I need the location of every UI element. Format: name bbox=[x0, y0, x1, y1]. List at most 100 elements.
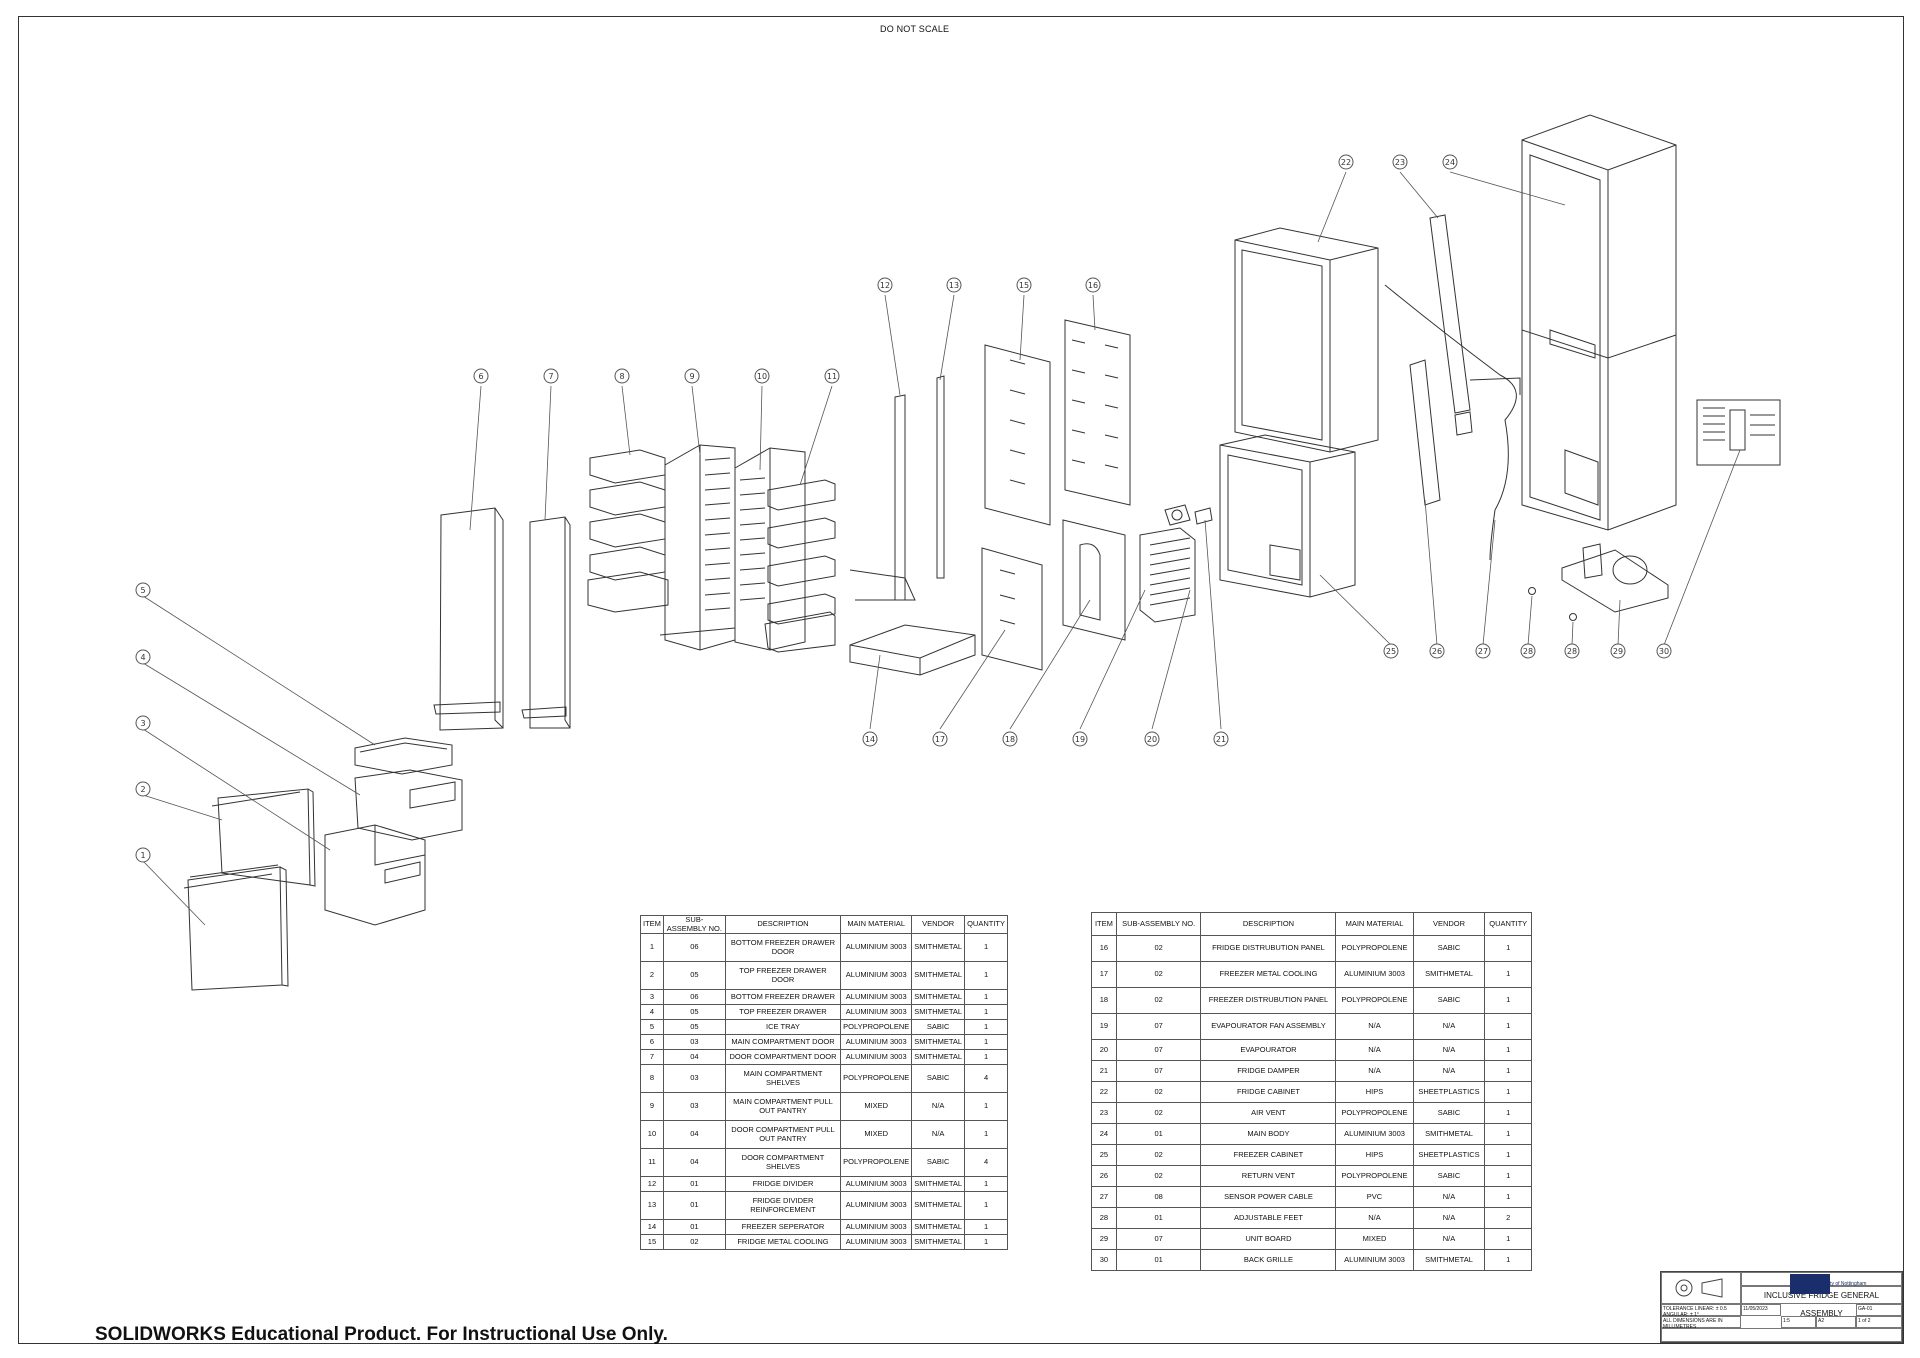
bom-cell-description: FRIDGE DIVIDER bbox=[724, 1176, 842, 1192]
svg-text:1: 1 bbox=[140, 851, 145, 860]
svg-text:26: 26 bbox=[1432, 647, 1442, 656]
bom-cell-quantity: 1 bbox=[1484, 1144, 1532, 1166]
bom-cell-item: 4 bbox=[640, 1004, 664, 1020]
bom-header-quantity: QUANTITY bbox=[964, 915, 1008, 934]
bom-cell-sub-assembly: 06 bbox=[662, 933, 726, 962]
bom-cell-item: 24 bbox=[1091, 1123, 1117, 1145]
bom-cell-sub-assembly: 08 bbox=[1115, 1186, 1202, 1208]
part-fridge-divider bbox=[849, 394, 916, 601]
bom-cell-material: N/A bbox=[1335, 1013, 1414, 1040]
bom-cell-material: POLYPROPOLENE bbox=[840, 1019, 913, 1035]
part-evapourator bbox=[1139, 527, 1196, 623]
balloon-10: 10 bbox=[754, 368, 770, 384]
bom-cell-quantity: 1 bbox=[1484, 1060, 1532, 1082]
balloon-24: 24 bbox=[1442, 154, 1458, 170]
bom-cell-quantity: 1 bbox=[964, 1049, 1008, 1065]
balloon-6: 6 bbox=[473, 368, 489, 384]
bom-cell-quantity: 1 bbox=[964, 989, 1008, 1005]
part-fridge-cabinet bbox=[1234, 227, 1379, 453]
svg-text:4: 4 bbox=[140, 653, 145, 662]
bom-cell-material: ALUMINIUM 3003 bbox=[840, 1219, 913, 1235]
bom-cell-material: HIPS bbox=[1335, 1081, 1414, 1103]
part-main-compartment-pull-out-pantry bbox=[659, 444, 736, 651]
balloon-9: 9 bbox=[684, 368, 700, 384]
bom-cell-vendor: SABIC bbox=[911, 1019, 966, 1035]
bom-header-vendor: VENDOR bbox=[911, 915, 966, 934]
date-field: 11/05/2023 bbox=[1741, 1304, 1781, 1316]
bom-cell-material: ALUMINIUM 3003 bbox=[840, 1034, 913, 1050]
bom-cell-vendor: SMITHMETAL bbox=[1412, 1249, 1486, 1271]
part-main-compartment-door bbox=[433, 507, 504, 731]
bom-header-material: MAIN MATERIAL bbox=[1335, 912, 1414, 936]
bom-header-row: ITEM SUB-ASSEMBLY NO. DESCRIPTION MAIN M… bbox=[640, 915, 1008, 934]
bom-cell-item: 17 bbox=[1091, 961, 1117, 988]
bom-cell-quantity: 1 bbox=[964, 933, 1008, 962]
svg-text:2: 2 bbox=[140, 785, 145, 794]
bom-cell-vendor: N/A bbox=[1412, 1228, 1486, 1250]
part-top-freezer-drawer bbox=[354, 769, 463, 841]
balloon-30: 30 bbox=[1656, 643, 1672, 659]
bom-cell-vendor: SMITHMETAL bbox=[911, 1176, 966, 1192]
bom-cell-description: ADJUSTABLE FEET bbox=[1200, 1207, 1337, 1229]
bom-cell-vendor: SABIC bbox=[911, 1064, 966, 1093]
part-ice-tray bbox=[354, 737, 453, 775]
bom-cell-sub-assembly: 01 bbox=[1115, 1123, 1202, 1145]
bom-header-vendor: VENDOR bbox=[1412, 912, 1486, 936]
svg-text:19: 19 bbox=[1075, 735, 1085, 744]
scale-field: 1:5 bbox=[1781, 1316, 1816, 1328]
svg-text:12: 12 bbox=[880, 281, 890, 290]
bom-cell-vendor: SMITHMETAL bbox=[1412, 961, 1486, 988]
bom-cell-item: 1 bbox=[640, 933, 664, 962]
bom-header-row: ITEM SUB-ASSEMBLY NO. DESCRIPTION MAIN M… bbox=[1091, 912, 1532, 936]
bill-of-materials-items-1-15: ITEM SUB-ASSEMBLY NO. DESCRIPTION MAIN M… bbox=[640, 915, 1008, 1250]
bom-cell-material: ALUMINIUM 3003 bbox=[840, 989, 913, 1005]
bom-cell-quantity: 1 bbox=[1484, 961, 1532, 988]
bom-cell-quantity: 1 bbox=[964, 1092, 1008, 1121]
balloon-26: 26 bbox=[1429, 643, 1445, 659]
balloon-13: 13 bbox=[946, 277, 962, 293]
bom-cell-material: ALUMINIUM 3003 bbox=[1335, 961, 1414, 988]
bom-cell-description: TOP FREEZER DRAWER DOOR bbox=[724, 961, 842, 990]
bom-cell-material: ALUMINIUM 3003 bbox=[840, 1004, 913, 1020]
svg-text:7: 7 bbox=[548, 372, 553, 381]
balloon-27: 27 bbox=[1475, 643, 1491, 659]
bom-cell-material: ALUMINIUM 3003 bbox=[840, 961, 913, 990]
bom-cell-quantity: 4 bbox=[964, 1064, 1008, 1093]
bom-cell-item: 5 bbox=[640, 1019, 664, 1035]
balloon-19: 19 bbox=[1072, 731, 1088, 747]
bom-cell-vendor: SMITHMETAL bbox=[911, 933, 966, 962]
bom-cell-vendor: N/A bbox=[911, 1092, 966, 1121]
bom-cell-vendor: SMITHMETAL bbox=[911, 961, 966, 990]
bom-cell-sub-assembly: 01 bbox=[662, 1176, 726, 1192]
university-logo bbox=[1790, 1274, 1830, 1294]
bom-cell-description: FREEZER DISTRUBUTION PANEL bbox=[1200, 987, 1337, 1014]
bom-cell-sub-assembly: 03 bbox=[662, 1092, 726, 1121]
bom-cell-sub-assembly: 07 bbox=[1115, 1013, 1202, 1040]
bom-cell-vendor: N/A bbox=[1412, 1060, 1486, 1082]
bom-cell-sub-assembly: 01 bbox=[662, 1219, 726, 1235]
svg-text:11: 11 bbox=[827, 372, 837, 381]
bom-cell-item: 8 bbox=[640, 1064, 664, 1093]
bom-cell-description: FREEZER SEPERATOR bbox=[724, 1219, 842, 1235]
svg-text:6: 6 bbox=[478, 372, 483, 381]
bom-cell-vendor: SMITHMETAL bbox=[911, 1219, 966, 1235]
bom-cell-sub-assembly: 02 bbox=[1115, 961, 1202, 988]
balloon-8: 8 bbox=[614, 368, 630, 384]
bom-cell-description: BOTTOM FREEZER DRAWER bbox=[724, 989, 842, 1005]
svg-text:13: 13 bbox=[949, 281, 959, 290]
bom-cell-vendor: SMITHMETAL bbox=[911, 1191, 966, 1220]
bom-cell-item: 6 bbox=[640, 1034, 664, 1050]
bom-cell-item: 7 bbox=[640, 1049, 664, 1065]
balloon-15: 15 bbox=[1016, 277, 1032, 293]
bom-cell-quantity: 2 bbox=[1484, 1207, 1532, 1229]
part-main-compartment-shelves bbox=[587, 449, 669, 613]
bom-cell-item: 19 bbox=[1091, 1013, 1117, 1040]
bom-cell-quantity: 1 bbox=[1484, 1186, 1532, 1208]
